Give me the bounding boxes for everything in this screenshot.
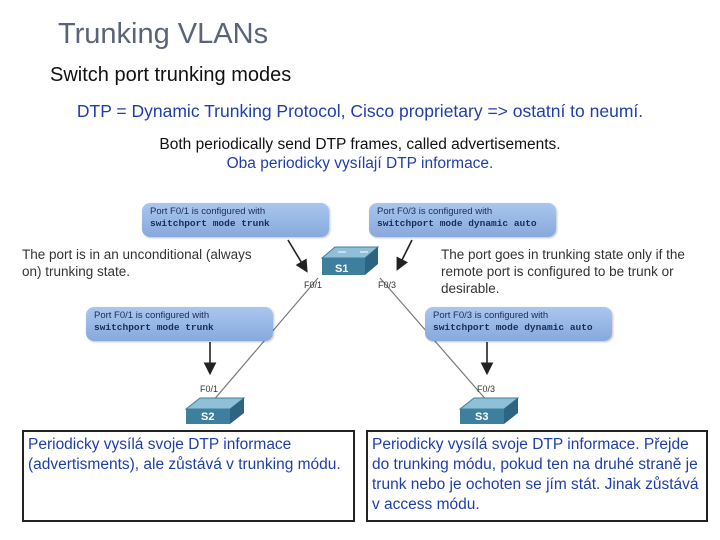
switch-s1-label: S1: [335, 263, 349, 275]
callout-s1-f01-trunk: Port F0/1 is configured with switchport …: [142, 203, 329, 237]
switch-s3-icon: [458, 397, 520, 424]
advertisement-text-cz: Oba periodicky vysílají DTP informace.: [226, 155, 494, 172]
arrow-top-right: [396, 239, 413, 271]
slide-subtitle: Switch port trunking modes: [50, 64, 292, 86]
box-trunk-explanation: Periodicky vysílá svoje DTP informace (a…: [22, 430, 355, 522]
callout-text: Port F0/3 is configured with: [377, 206, 493, 217]
callout-command: switchport mode dynamic auto: [377, 218, 537, 229]
note-trunk-mode: The port is in an unconditional (always …: [22, 247, 252, 279]
port-label-s1-f01: F0/1: [304, 280, 323, 290]
port-label-s1-f03: F0/3: [378, 280, 397, 290]
box-dynamic-auto-explanation: Periodicky vysílá svoje DTP informace. P…: [366, 430, 708, 522]
port-label-s2-f01: F0/1: [200, 384, 219, 394]
callout-s3-f03-dynamic-auto: Port F0/3 is configured with switchport …: [425, 307, 612, 341]
callout-text: Port F0/3 is configured with: [433, 310, 549, 321]
callout-command: switchport mode dynamic auto: [433, 322, 593, 333]
callout-s2-f01-trunk: Port F0/1 is configured with switchport …: [86, 307, 273, 341]
arrow-top-left: [287, 239, 308, 273]
note-dynamic-auto-mode: The port goes in trunking state only if …: [441, 247, 685, 296]
callout-command: switchport mode trunk: [150, 218, 270, 229]
slide-title: Trunking VLANs: [58, 18, 269, 50]
port-label-s3-f03: F0/3: [477, 384, 496, 394]
callout-command: switchport mode trunk: [94, 322, 214, 333]
advertisement-text-en: Both periodically send DTP frames, calle…: [159, 136, 561, 153]
callout-text: Port F0/1 is configured with: [150, 206, 266, 217]
switch-s2-icon: [184, 397, 246, 424]
switch-s2-label: S2: [201, 411, 215, 423]
callout-text: Port F0/1 is configured with: [94, 310, 210, 321]
switch-s3-label: S3: [475, 411, 489, 423]
dtp-definition: DTP = Dynamic Trunking Protocol, Cisco p…: [76, 101, 644, 121]
callout-s1-f03-dynamic-auto: Port F0/3 is configured with switchport …: [369, 203, 556, 237]
switch-s1-icon: [320, 246, 380, 275]
